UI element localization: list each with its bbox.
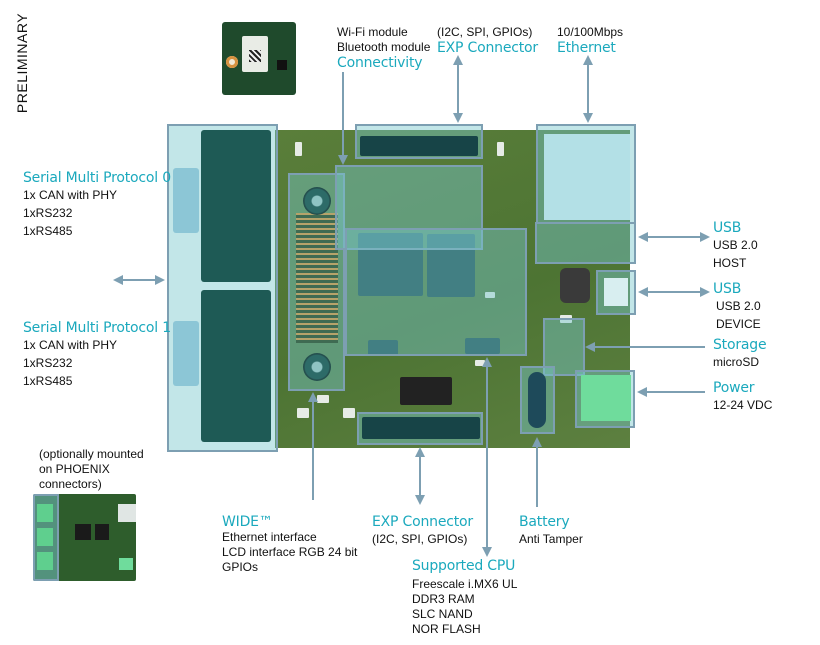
serial1-line: 1xRS485 [23,374,73,388]
connectivity-line: Bluetooth module [337,40,431,54]
battery-highlight [520,366,555,434]
wide-line: Ethernet interface [222,530,317,544]
cpu-callout: Supported CPU Freescale i.MX6 UL DDR3 RA… [412,558,517,637]
exp-bottom-callout: EXP Connector (I2C, SPI, GPIOs) [372,514,473,548]
phoenix-note: (optionally mounted on PHOENIX connector… [39,447,144,492]
serial0-callout: Serial Multi Protocol 0 1x CAN with PHY … [23,170,171,240]
exp-bottom-title: EXP Connector [372,514,473,530]
storage-title: Storage [713,337,767,353]
usb-device-title: USB [713,281,742,297]
serial1-line: 1x CAN with PHY [23,338,118,352]
cpu-line: DDR3 RAM [412,592,475,606]
power-highlight [575,370,635,428]
exp-top-title: EXP Connector [437,40,538,56]
serial1-line: 1xRS232 [23,356,73,370]
battery-callout: Battery Anti Tamper [519,514,583,548]
cpu-title: Supported CPU [412,558,516,574]
exp-connector-bottom-highlight [357,412,483,445]
phoenix-note-line: (optionally mounted [39,447,144,461]
cpu-module-highlight [345,228,527,356]
exp-top-subtitle: (I2C, SPI, GPIOs) [437,25,533,39]
usb-host-line: USB 2.0 [713,238,758,252]
ethernet-highlight [536,124,636,224]
ethernet-subtitle: 10/100Mbps [557,25,624,39]
power-callout: Power 12-24 VDC [713,380,772,414]
serial0-title: Serial Multi Protocol 0 [23,170,171,186]
exp-top-callout: (I2C, SPI, GPIOs) EXP Connector [437,25,538,56]
cpu-line: SLC NAND [412,607,473,621]
usb-device-callout: USB USB 2.0 DEVICE [713,281,761,333]
ethernet-title: Ethernet [557,40,616,56]
module-mount-hole [226,56,238,68]
serial0-line: 1xRS485 [23,224,73,238]
exp-connector-top-highlight [355,124,483,159]
usb-host-line: HOST [713,256,747,270]
usb-host-callout: USB USB 2.0 HOST [713,220,758,272]
wide-line: GPIOs [222,560,259,574]
serial0-line: 1x CAN with PHY [23,188,118,202]
serial1-title: Serial Multi Protocol 1 [23,320,171,336]
connectivity-callout: Wi-Fi module Bluetooth module Connectivi… [337,25,430,71]
usb-device-line: DEVICE [716,317,761,331]
wifi-module-image [222,22,296,95]
module-qr-code [249,50,261,62]
serial0-line: 1xRS232 [23,206,73,220]
ethernet-callout: 10/100Mbps Ethernet [557,25,623,56]
phoenix-note-line: on PHOENIX [39,462,110,476]
storage-line: microSD [713,355,760,369]
serial-ports-highlight [167,124,278,452]
usb-device-highlight [596,270,636,315]
power-title: Power [713,380,755,396]
connectivity-title: Connectivity [337,55,423,71]
battery-title: Battery [519,514,570,530]
cpu-line: Freescale i.MX6 UL [412,577,518,591]
wifi-area-highlight [335,165,483,250]
connectivity-line: Wi-Fi module [337,25,408,39]
usb-device-line: USB 2.0 [716,299,761,313]
power-line: 12-24 VDC [713,398,773,412]
serial1-callout: Serial Multi Protocol 1 1x CAN with PHY … [23,320,171,390]
usb-host-highlight [535,222,636,264]
battery-line: Anti Tamper [519,532,583,546]
wide-title: WIDE™ [222,514,273,530]
phoenix-note-line: connectors) [39,477,102,491]
storage-callout: Storage microSD [713,337,767,371]
wide-callout: WIDE™ Ethernet interface LCD interface R… [222,514,357,575]
phoenix-board-thumbnail [33,494,136,581]
module-chip [277,60,287,70]
usb-host-title: USB [713,220,742,236]
microsd-highlight [543,318,585,376]
wide-line: LCD interface RGB 24 bit [222,545,358,559]
cpu-line: NOR FLASH [412,622,481,636]
exp-bottom-subtitle: (I2C, SPI, GPIOs) [372,532,468,546]
